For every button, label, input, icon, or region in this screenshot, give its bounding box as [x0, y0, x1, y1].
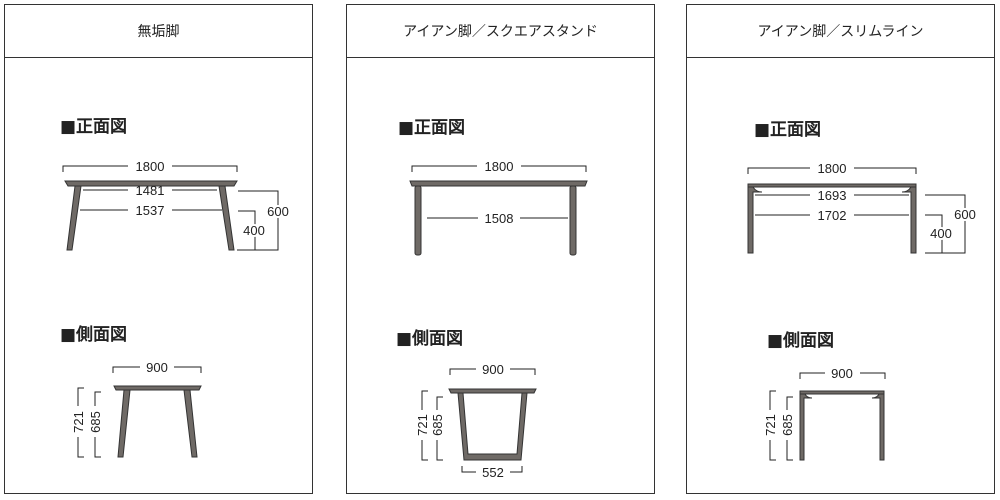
width-value: 1800: [818, 161, 847, 176]
table-leg: [117, 389, 131, 458]
front-view-solid-wood: ■正面図 1800 1481 1537 600 400: [60, 117, 291, 251]
height-total-value: 721: [71, 411, 86, 433]
depth-dimension-line: [799, 372, 886, 379]
height-total-value: 721: [763, 414, 778, 436]
panel-solid-wood-leg: 無垢脚: [4, 4, 313, 494]
table-leg: [218, 185, 235, 251]
depth-value: 900: [831, 366, 853, 381]
height-dimension-lines: [421, 390, 443, 461]
table-leg: [414, 185, 422, 256]
inner-bottom-value: 1702: [818, 208, 847, 223]
front-view-label: ■正面図: [60, 117, 127, 137]
inner-bottom-value: 1537: [136, 203, 165, 218]
width-value: 1800: [485, 159, 514, 174]
height-inner-value: 400: [930, 226, 952, 241]
inner-value: 1508: [485, 211, 514, 226]
tabletop: [747, 183, 917, 188]
front-view-iron-slim: ■正面図 1800 1693 1702 600 400: [747, 120, 978, 254]
inner-top-value: 1481: [136, 183, 165, 198]
side-view-label: ■側面図: [767, 330, 834, 351]
side-view-iron-square: ■側面図 900 552 721 685: [396, 328, 537, 480]
tabletop: [113, 385, 202, 391]
front-view-label: ■正面図: [754, 120, 821, 140]
table-leg: [871, 393, 885, 461]
inner-top-value: 1693: [818, 188, 847, 203]
front-view-iron-square: ■正面図 1800 1508: [398, 118, 588, 256]
leg-base-dimension-line: [461, 466, 523, 473]
side-view-label: ■側面図: [60, 324, 127, 345]
panel-iron-square-stand: アイアン脚／スクエアスタンド: [346, 4, 655, 494]
tabletop: [64, 180, 238, 187]
side-view-iron-slim: ■側面図 900 721 685: [763, 330, 886, 461]
height-under-value: 685: [430, 414, 445, 436]
table-leg: [183, 389, 198, 458]
height-inner-value: 400: [243, 223, 265, 238]
height-outer-value: 600: [954, 207, 976, 222]
table-leg: [799, 393, 813, 461]
height-under-value: 685: [88, 411, 103, 433]
height-dimension-lines: [77, 387, 101, 458]
depth-dimension-line: [112, 366, 202, 373]
panel-title: アイアン脚／スリムライン: [687, 5, 994, 58]
depth-value: 900: [146, 360, 168, 375]
width-dimension-line: [747, 167, 917, 174]
leg-frame: [457, 392, 528, 461]
tabletop: [799, 390, 885, 395]
table-leg: [569, 185, 577, 256]
width-value: 1800: [136, 159, 165, 174]
height-outer-value: 600: [267, 204, 289, 219]
width-dimension-line: [62, 165, 238, 172]
height-under-value: 685: [780, 414, 795, 436]
table-leg: [747, 186, 763, 254]
depth-dimension-line: [449, 368, 536, 375]
side-view-label: ■側面図: [396, 328, 463, 349]
height-dimension-lines: [925, 194, 966, 254]
table-leg: [901, 186, 917, 254]
side-view-solid-wood: ■側面図 900 721 685: [60, 324, 202, 458]
depth-value: 900: [482, 362, 504, 377]
table-leg: [66, 185, 82, 251]
width-dimension-line: [411, 165, 587, 172]
height-dimension-lines: [237, 190, 279, 251]
height-total-value: 721: [415, 414, 430, 436]
panel-iron-slimline: アイアン脚／スリムライン: [686, 4, 995, 494]
panel-title: 無垢脚: [5, 5, 312, 58]
leg-base-value: 552: [482, 465, 504, 480]
height-dimension-lines: [769, 390, 793, 461]
tabletop: [448, 388, 537, 394]
panel-title: アイアン脚／スクエアスタンド: [347, 5, 654, 58]
tabletop: [409, 180, 588, 187]
front-view-label: ■正面図: [398, 118, 465, 138]
